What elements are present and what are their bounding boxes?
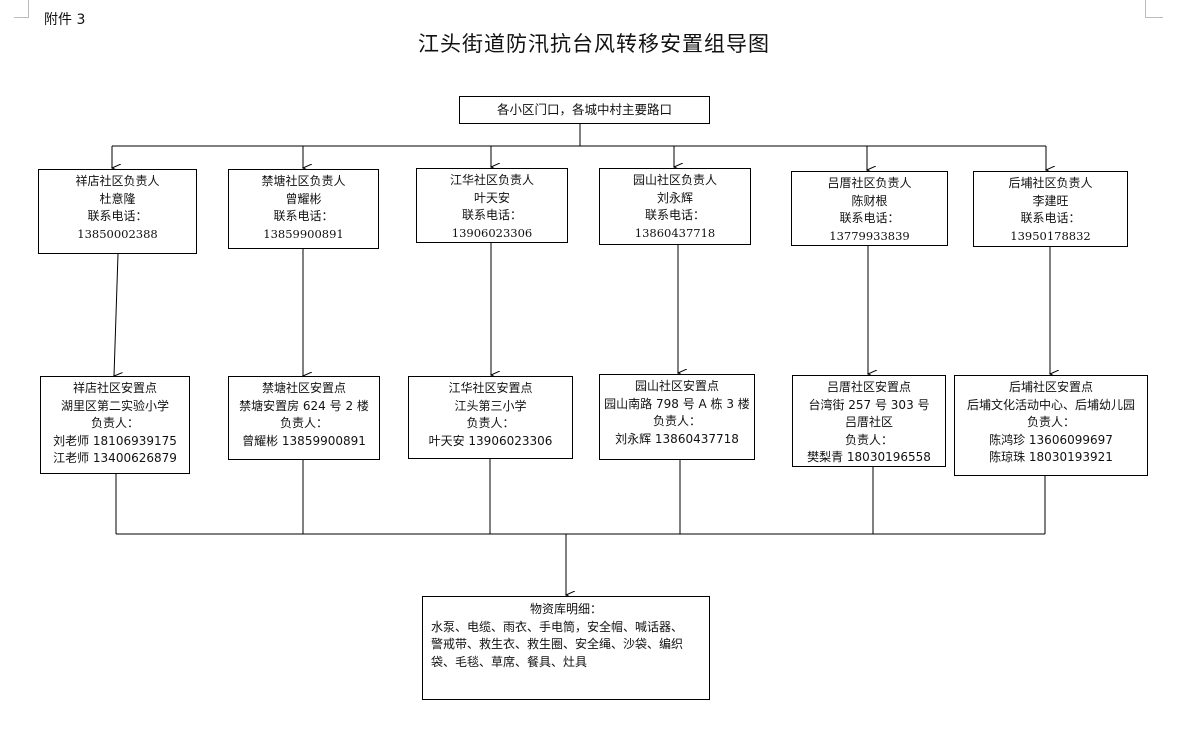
site-line: 叶天安 13906023306 [428,433,553,448]
site-box-jintang: 禁塘社区安置点 禁塘安置房 624 号 2 楼 负责人： 曾耀彬 1385990… [228,376,380,460]
site-line: 陈琼珠 18030193921 [989,450,1113,464]
site-line: 湖里区第二实验小学 [60,398,169,413]
leader-box-jintang: 禁塘社区负责人 曾耀彬 联系电话： 13859900891 [228,169,379,249]
leader-title: 后埔社区负责人 [1008,176,1093,190]
site-line: 负责人： [652,414,701,428]
site-line: 江头第三小学 [454,398,527,413]
phone-label: 联系电话： [87,209,148,223]
site-title: 后埔社区安置点 [1008,380,1093,394]
site-line: 台湾街 257 号 303 号 [808,397,930,412]
leader-title: 吕厝社区负责人 [827,176,912,190]
site-title: 吕厝社区安置点 [826,380,911,394]
site-line: 负责人： [844,432,893,447]
materials-box: 物资库明细： 水泵、电缆、雨衣、手电筒，安全帽、喊话器、 警戒带、救生衣、救生圈… [422,596,710,700]
site-box-yuanshan: 园山社区安置点 园山南路 798 号 A 栋 3 楼 负责人： 刘永辉 1386… [599,374,755,460]
site-line: 江老师 13400626879 [53,451,177,465]
site-box-jianghua: 江华社区安置点 江头第三小学 负责人： 叶天安 13906023306 [408,376,573,459]
site-line: 负责人： [1026,415,1075,429]
leader-phone: 13860437718 [634,225,716,240]
leader-title: 祥店社区负责人 [75,174,160,188]
top-node-box: 各小区门口，各城中村主要路口 [459,96,710,124]
site-box-houpu: 后埔社区安置点 后埔文化活动中心、后埔幼儿园 负责人： 陈鸿珍 13606099… [954,375,1148,476]
site-title: 园山社区安置点 [634,379,719,393]
site-line: 樊梨青 18030196558 [807,450,931,464]
site-line: 吕厝社区 [844,415,893,429]
phone-label: 联系电话： [644,208,705,222]
leader-phone: 13859900891 [263,226,344,241]
leader-name: 陈财根 [851,193,888,208]
materials-line: 水泵、电缆、雨衣、手电筒，安全帽、喊话器、 [431,619,684,634]
site-line: 陈鸿珍 13606099697 [989,432,1113,447]
site-box-lvcuo: 吕厝社区安置点 台湾街 257 号 303 号 吕厝社区 负责人： 樊梨青 18… [792,375,946,467]
site-line: 刘永辉 13860437718 [615,431,739,446]
leader-box-xiangdian: 祥店社区负责人 杜意隆 联系电话： 13850002388 [38,169,197,254]
site-line: 曾耀彬 13859900891 [242,433,366,448]
leader-phone: 13779933839 [829,228,910,243]
materials-line: 警戒带、救生衣、救生圈、安全绳、沙袋、编织 [431,637,684,651]
leader-box-yuanshan: 园山社区负责人 刘永辉 联系电话： 13860437718 [599,168,751,245]
leader-phone: 13950178832 [1010,228,1091,243]
leader-name: 李建旺 [1032,193,1069,208]
leader-title: 园山社区负责人 [632,173,717,187]
phone-label: 联系电话： [461,208,522,222]
leader-title: 禁塘社区负责人 [261,174,346,188]
attachment-label: 附件 3 [44,12,86,28]
phone-label: 联系电话： [1020,211,1081,225]
site-line: 负责人： [279,416,328,430]
materials-title: 物资库明细： [529,602,602,616]
site-title: 禁塘社区安置点 [261,381,346,395]
site-title: 祥店社区安置点 [72,381,157,395]
leader-phone: 13850002388 [77,226,158,241]
site-box-xiangdian: 祥店社区安置点 湖里区第二实验小学 负责人： 刘老师 18106939175 江… [40,376,190,474]
site-line: 负责人： [90,416,139,430]
diagram-title: 江头街道防汛抗台风转移安置组导图 [418,32,770,56]
leader-name: 叶天安 [473,190,510,205]
site-line: 园山南路 798 号 A 栋 3 楼 [604,396,750,411]
leader-phone: 13906023306 [451,225,533,240]
leader-name: 刘永辉 [656,190,693,205]
site-line: 后埔文化活动中心、后埔幼儿园 [966,397,1135,412]
leader-box-houpu: 后埔社区负责人 李建旺 联系电话： 13950178832 [973,171,1128,247]
page-corner-mark-left [14,0,29,18]
page-corner-mark-right [1145,0,1163,18]
top-node-label: 各小区门口，各城中村主要路口 [496,102,672,117]
phone-label: 联系电话： [839,211,900,225]
leader-name: 曾耀彬 [285,191,322,206]
leader-box-jianghua: 江华社区负责人 叶天安 联系电话： 13906023306 [416,168,568,243]
leader-box-lvcuo: 吕厝社区负责人 陈财根 联系电话： 13779933839 [791,171,948,246]
phone-label: 联系电话： [273,209,334,223]
site-line: 禁塘安置房 624 号 2 楼 [239,398,369,413]
leader-title: 江华社区负责人 [449,173,534,187]
site-title: 江华社区安置点 [448,381,533,395]
site-line: 负责人： [466,416,515,430]
leader-name: 杜意隆 [99,191,136,206]
site-line: 刘老师 18106939175 [53,433,177,448]
materials-line: 袋、毛毯、草席、餐具、灶具 [431,654,588,669]
